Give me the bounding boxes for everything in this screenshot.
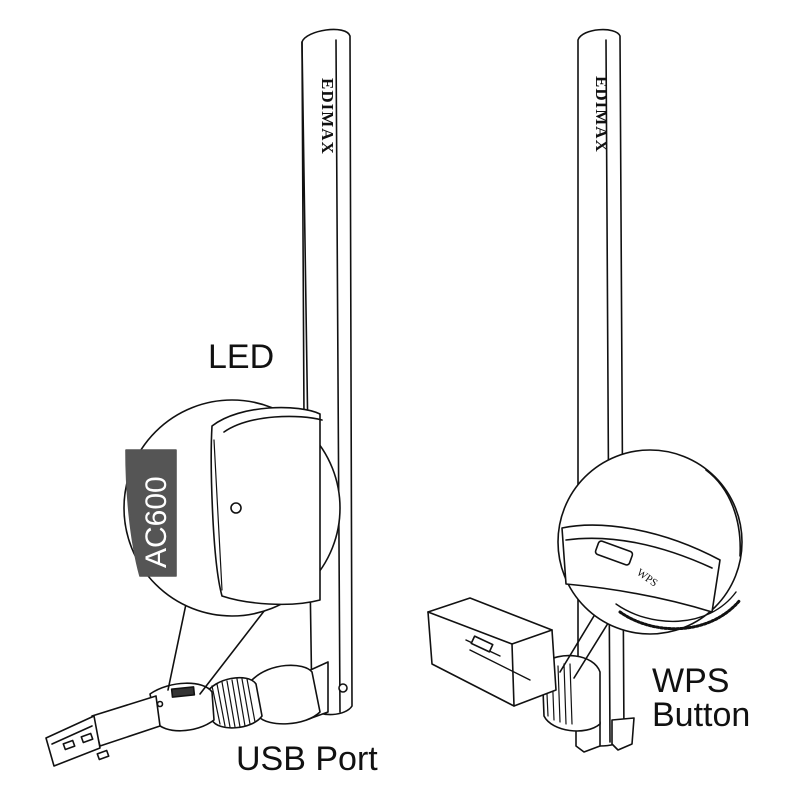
- left-rear-housing: [251, 664, 321, 725]
- wps-button-icon[interactable]: [594, 540, 634, 566]
- wps-button-label-line1: WPS: [652, 662, 730, 700]
- wps-magnifier-callout: WPS: [557, 449, 743, 679]
- left-usb-plug: [45, 695, 161, 767]
- right-antenna-brand: EDIMAX: [592, 76, 611, 153]
- model-badge-text: AC600: [140, 476, 173, 568]
- left-antenna: EDIMAX: [301, 28, 353, 716]
- led-indicator-icon: [230, 502, 242, 514]
- right-swivel-collar: [541, 654, 601, 732]
- usb-port-label: USB Port: [236, 740, 378, 778]
- right-adapter-body: [427, 597, 557, 707]
- led-label: LED: [208, 338, 275, 376]
- left-antenna-brand: EDIMAX: [318, 78, 337, 155]
- left-swivel-collar: [205, 676, 263, 729]
- led-magnifier-callout: AC600: [123, 399, 341, 695]
- right-antenna: EDIMAX: [577, 28, 625, 747]
- wps-button-label: WPS Button: [652, 664, 750, 732]
- left-adapter-body: [149, 682, 215, 732]
- wps-button-label-line2: Button: [652, 696, 751, 734]
- model-badge: [125, 449, 177, 577]
